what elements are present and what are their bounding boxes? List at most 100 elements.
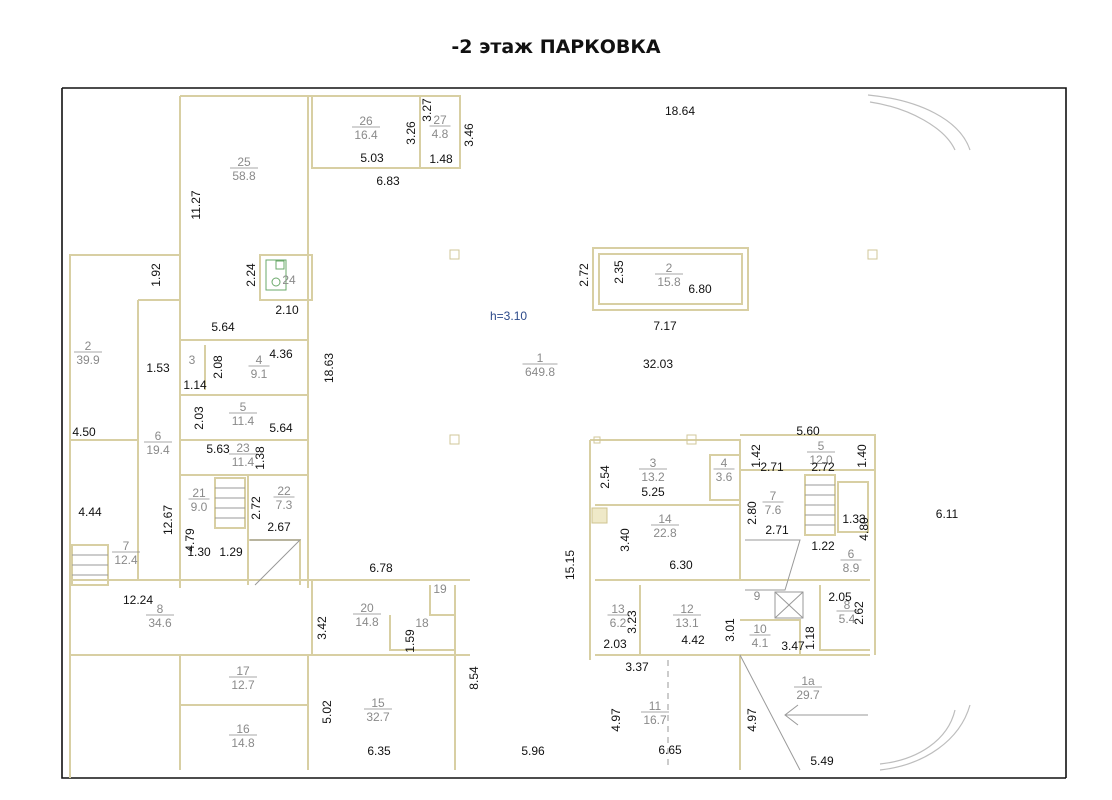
dimension-label: 2.80 <box>745 501 759 525</box>
room-area: 7.6 <box>765 503 782 517</box>
room-number: 2 <box>666 261 673 275</box>
dimension-label: 1.30 <box>187 545 211 559</box>
room-area: 5.4 <box>839 612 856 626</box>
room-area: 15.8 <box>657 275 681 289</box>
dimension-label: 1.29 <box>219 545 243 559</box>
room-label-r8l: 834.6 <box>146 602 174 630</box>
room-labels: 1649.81а29.7239.9215.83313.249.143.6511.… <box>74 113 862 750</box>
dimension-label: 3.23 <box>625 610 639 634</box>
room-area: 4.1 <box>752 636 769 650</box>
dimension-label: 3.42 <box>315 616 329 640</box>
room-label-r3l: 3 <box>189 353 196 367</box>
room-number: 3 <box>189 353 196 367</box>
room-area: 16.7 <box>643 713 667 727</box>
room-area: 8.9 <box>843 561 860 575</box>
stair-right <box>774 474 869 619</box>
plan-title: -2 этаж ПАРКОВКА <box>451 36 661 58</box>
room-area: 22.8 <box>653 526 677 540</box>
ramp-arc-bottom <box>879 704 971 771</box>
dimension-label: 15.15 <box>563 550 577 580</box>
room-number: 5 <box>240 400 247 414</box>
dimension-label: 8.54 <box>467 666 481 690</box>
dimension-label: 7.17 <box>653 319 677 333</box>
room-number: 15 <box>371 696 385 710</box>
dimension-label: 2.71 <box>760 460 784 474</box>
dimension-label: 18.64 <box>665 104 695 118</box>
dimension-label: 1.42 <box>749 444 763 468</box>
dimension-label: 5.49 <box>810 754 834 768</box>
room-area: 11.4 <box>232 414 255 428</box>
room-label-r5l: 511.4 <box>229 400 257 428</box>
dimension-label: 3.27 <box>420 98 434 122</box>
room-number: 26 <box>359 114 373 128</box>
dimension-label: 18.63 <box>322 353 336 383</box>
dimension-label: 6.30 <box>669 558 693 572</box>
dimension-label: 5.96 <box>521 744 545 758</box>
dimension-label: 2.72 <box>249 496 263 520</box>
room-area: 4.8 <box>432 127 449 141</box>
dimension-label: 4.80 <box>857 517 871 541</box>
room-area: 58.8 <box>232 169 256 183</box>
room-number: 21 <box>192 486 206 500</box>
dimension-label: 3.47 <box>781 639 805 653</box>
dimension-label: 3.46 <box>462 123 476 147</box>
room-label-r10: 104.1 <box>749 622 771 650</box>
room-number: 7 <box>123 539 130 553</box>
dimension-label: 1.33 <box>842 512 866 526</box>
dimension-label: 1.48 <box>429 152 453 166</box>
room-area: 14.8 <box>231 736 255 750</box>
dimension-label: 3.26 <box>404 121 418 145</box>
room-number: 24 <box>282 273 296 287</box>
dimension-label: 2.35 <box>612 260 626 284</box>
dimension-label: 2.54 <box>598 465 612 489</box>
room-area: 9.0 <box>191 500 208 514</box>
room-label-r8r: 85.4 <box>836 598 858 626</box>
room-area: 34.6 <box>148 616 172 630</box>
room-number: 11 <box>649 699 662 713</box>
dimension-label: 1.22 <box>811 539 835 553</box>
room-number: 13 <box>611 602 625 616</box>
dimension-label: 3.37 <box>625 660 649 674</box>
room-number: 8 <box>157 602 164 616</box>
room-area: 9.1 <box>251 367 268 381</box>
room-area: 16.4 <box>354 128 378 142</box>
room-label-r7r: 77.6 <box>762 489 784 517</box>
dimension-label: 12.24 <box>123 593 153 607</box>
dimension-label: 4.97 <box>745 708 759 732</box>
left-block-walls <box>69 95 470 778</box>
dimension-label: 1.92 <box>149 263 163 287</box>
room-number: 20 <box>360 601 374 615</box>
dimension-label: 1.53 <box>146 361 170 375</box>
room-24-symbols <box>265 259 287 291</box>
room-label-r3r: 313.2 <box>639 456 667 484</box>
dimension-label: 4.36 <box>269 347 293 361</box>
room-number: 9 <box>754 589 761 603</box>
dimension-label: 2.03 <box>192 406 206 430</box>
room-area: 32.7 <box>366 710 390 724</box>
room-number: 10 <box>753 622 767 636</box>
room-label-r27: 274.8 <box>429 113 451 141</box>
dimension-label: 4.50 <box>72 425 96 439</box>
room-area: 7.3 <box>276 498 293 512</box>
room-number: 1а <box>801 674 815 688</box>
dimension-label: 2.72 <box>811 460 835 474</box>
room-label-r13: 136.2 <box>607 602 629 630</box>
room-number: 8 <box>844 598 851 612</box>
room-number: 6 <box>848 547 855 561</box>
room-area: 14.8 <box>355 615 379 629</box>
dimension-label: 12.67 <box>161 505 175 535</box>
ramp-arc-top <box>867 94 971 151</box>
room-number: 25 <box>237 155 251 169</box>
room-number: 3 <box>650 456 657 470</box>
dimension-label: 2.10 <box>275 303 299 317</box>
room-area: 39.9 <box>76 353 100 367</box>
